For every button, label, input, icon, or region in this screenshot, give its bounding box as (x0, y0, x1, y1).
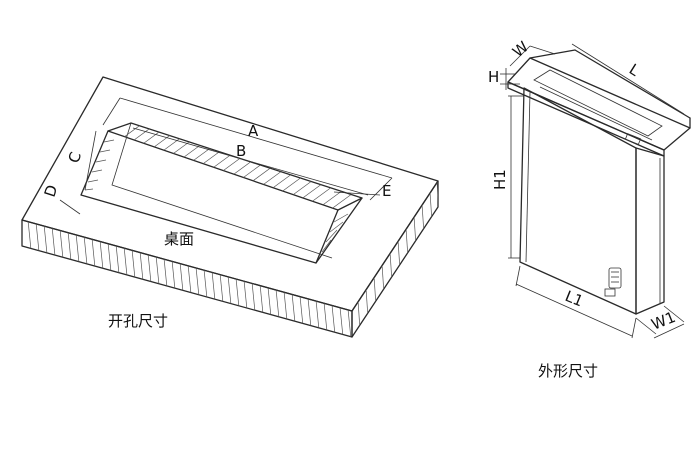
dimension-a: A (102, 97, 393, 201)
dimension-l1: L1 (515, 265, 637, 339)
label-w1: W1 (649, 308, 678, 334)
box-logo-icon (604, 267, 622, 297)
label-h: H (488, 68, 499, 86)
dimension-b: B (132, 127, 369, 196)
box-body-side (635, 147, 665, 315)
lid-badge (624, 133, 642, 145)
desk-side-edge (351, 180, 439, 338)
desk-surface-label: 桌面 (164, 230, 194, 248)
outline-size-caption: 外形尺寸 (538, 362, 598, 380)
cutout-size-caption: 开孔尺寸 (108, 312, 168, 330)
label-w: W (509, 38, 532, 61)
label-d: D (41, 183, 62, 200)
dimension-l: L (571, 43, 685, 115)
box-top-lid (507, 57, 691, 151)
label-c: C (65, 150, 85, 166)
label-l1: L1 (563, 287, 586, 310)
box-diagram: W H L H1 L1 (488, 38, 691, 380)
dimension-d: D (41, 183, 81, 215)
label-a: A (248, 122, 259, 140)
label-h1: H1 (491, 169, 509, 190)
cutout-inner-wall (80, 130, 339, 264)
label-b: B (236, 142, 246, 160)
desk-diagram: A B C D E 桌面 开孔尺寸 (21, 76, 439, 338)
box-lid-slot (533, 69, 663, 137)
front-edge-hatching (27, 220, 352, 337)
cutout-opening (107, 122, 363, 211)
label-l: L (626, 60, 643, 80)
label-e: E (382, 182, 391, 200)
dimension-h: H (488, 68, 520, 90)
dimension-w: W (509, 38, 556, 67)
side-edge-hatching (357, 181, 438, 331)
dimension-e: E (333, 182, 391, 200)
dimension-h1: H1 (491, 95, 524, 259)
